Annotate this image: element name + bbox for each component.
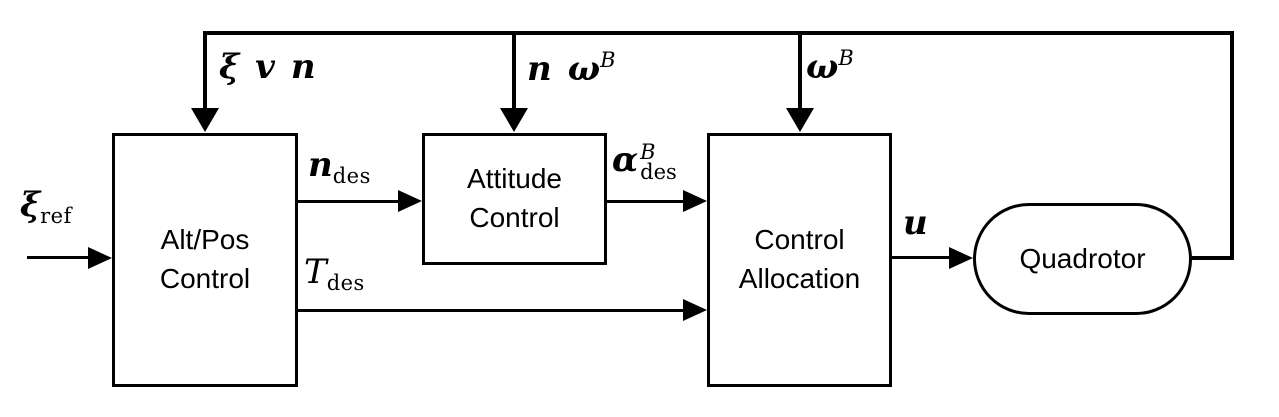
- tdes-line: [298, 309, 685, 312]
- block-attitude-control: Attitude Control: [422, 133, 607, 265]
- feedback-allocation-superscript: B: [838, 46, 854, 70]
- feedback-top-line: [203, 31, 1234, 35]
- label-ref-input: ξref: [20, 188, 72, 227]
- arrow-right-ndes: [398, 190, 422, 212]
- arrow-right-tdes: [683, 299, 707, 321]
- feedback-altpos-xi: ξ: [219, 47, 240, 87]
- u-line: [892, 256, 951, 259]
- arrow-right-u: [949, 247, 973, 269]
- label-tdes: Tdes: [304, 255, 365, 294]
- alphades-line: [607, 200, 685, 203]
- alphades-superscript: B: [640, 140, 656, 164]
- ndes-subscript: des: [332, 164, 371, 188]
- block-attitude-label-line1: Attitude: [467, 163, 562, 195]
- alphades-subscript: des: [640, 159, 677, 184]
- feedback-allocation-omega: ω: [806, 47, 839, 87]
- arrow-down-into-allocation: [786, 108, 814, 132]
- feedback-altpos-n: n: [290, 47, 316, 87]
- ref-input-subscript: ref: [40, 204, 72, 228]
- block-alt-pos-label-line2: Control: [159, 263, 251, 294]
- u-base: u: [903, 203, 928, 243]
- feedback-drop-attitude-line: [512, 31, 516, 108]
- feedback-quadrotor-stub-line: [1192, 256, 1234, 260]
- arrow-down-into-attitude: [500, 108, 528, 132]
- tdes-base: T: [304, 252, 327, 292]
- feedback-attitude-n: n: [527, 49, 552, 89]
- block-alt-pos-label-line1: Alt/Pos: [160, 224, 250, 256]
- arrow-down-into-altpos: [191, 108, 219, 132]
- block-quadrotor: Quadrotor: [973, 203, 1192, 315]
- block-alt-pos-control: Alt/Pos Control: [112, 133, 298, 387]
- block-control-allocation: Control Allocation: [707, 133, 892, 387]
- arrow-right-alphades: [683, 190, 707, 212]
- ndes-base: n: [308, 145, 333, 185]
- feedback-attitude-superscript: B: [600, 48, 616, 72]
- ndes-line: [298, 200, 400, 203]
- label-feedback-allocation: ωB: [806, 46, 854, 87]
- feedback-altpos-v: v: [255, 47, 275, 87]
- alphades-base: α: [612, 139, 639, 180]
- block-quadrotor-label: Quadrotor: [1019, 242, 1146, 274]
- block-attitude-label-line2: Control: [469, 202, 560, 233]
- label-u: u: [903, 206, 928, 240]
- feedback-attitude-omega: ω: [567, 49, 601, 89]
- feedback-drop-altpos-line: [203, 31, 207, 108]
- ref-input-line: [27, 256, 90, 259]
- feedback-drop-allocation-line: [798, 31, 802, 108]
- feedback-right-line: [1230, 31, 1234, 260]
- ref-input-base: ξ: [20, 185, 41, 225]
- block-allocation-label-line1: Control: [754, 224, 845, 256]
- block-allocation-label-line2: Allocation: [738, 263, 861, 294]
- tdes-subscript: des: [326, 271, 365, 295]
- arrow-right-ref-input: [88, 247, 112, 269]
- label-ndes: ndes: [308, 148, 371, 187]
